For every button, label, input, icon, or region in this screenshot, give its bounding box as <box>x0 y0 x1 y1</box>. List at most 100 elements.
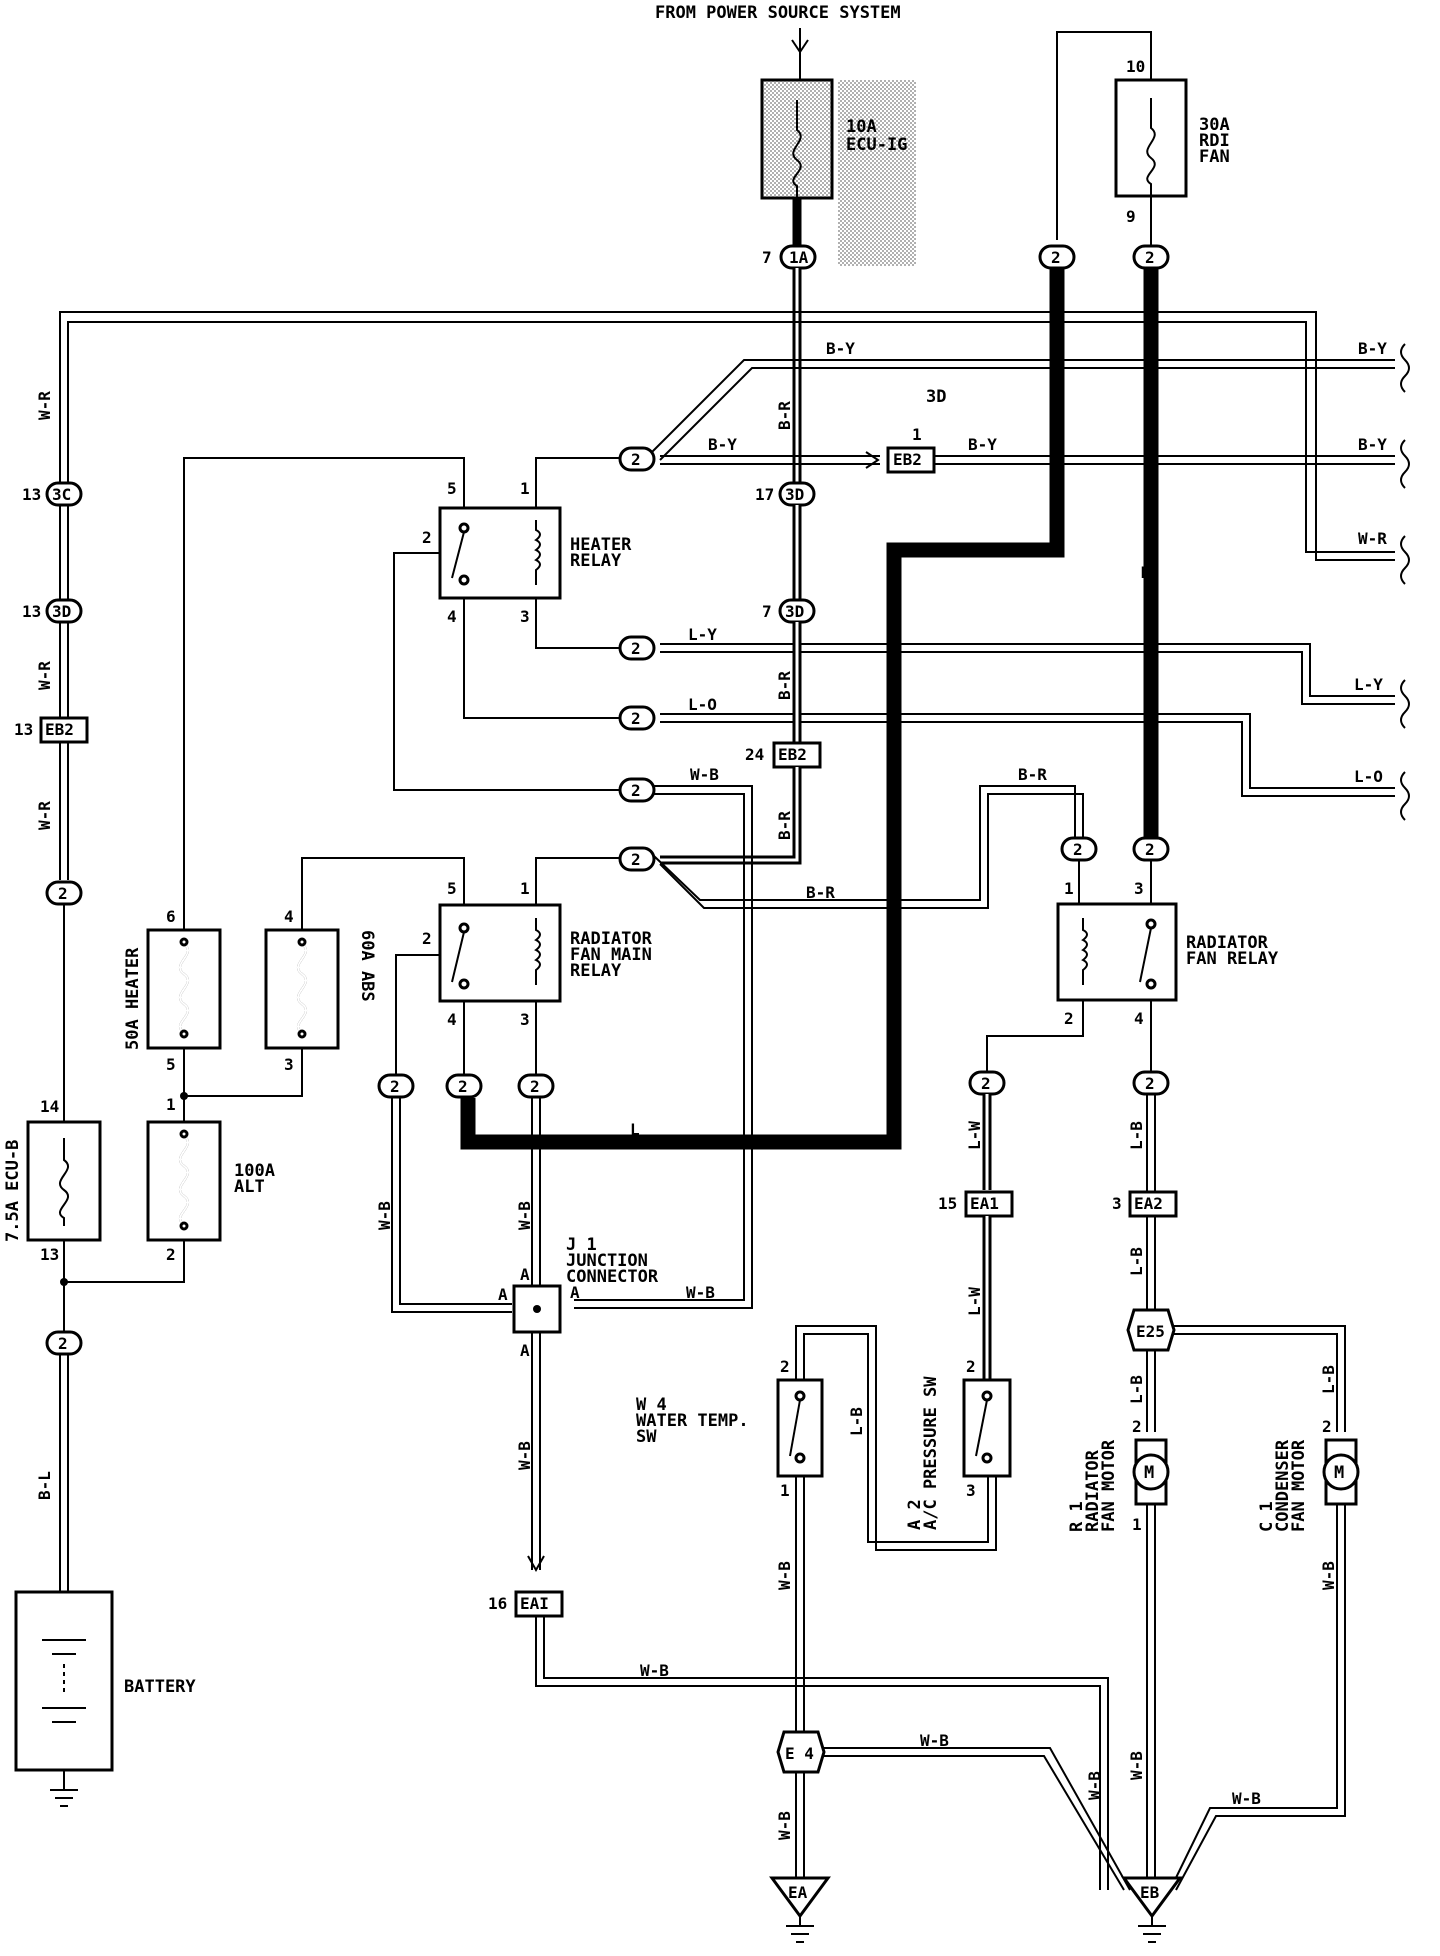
ac-pressure-switch: A 2 A/C PRESSURE SW 2 3 <box>905 1357 1012 1530</box>
svg-text:RADIATOR: RADIATOR <box>1083 1449 1103 1532</box>
svg-text:2: 2 <box>1064 1009 1074 1028</box>
svg-text:W-R: W-R <box>35 661 54 690</box>
ground-ea: EA <box>769 1876 831 1943</box>
ground-eb: EB <box>1121 1876 1183 1943</box>
svg-text:50A HEATER: 50A HEATER <box>123 947 143 1050</box>
svg-text:3D: 3D <box>926 387 946 407</box>
svg-text:1: 1 <box>780 1481 790 1500</box>
svg-text:3: 3 <box>966 1481 976 1500</box>
connector-2-main-c: 2 <box>517 1073 555 1099</box>
heater-fuse: 50A HEATER 6 5 <box>123 907 222 1074</box>
svg-text:JUNCTION: JUNCTION <box>566 1251 648 1271</box>
svg-text:L-Y: L-Y <box>1354 675 1383 694</box>
rdi-fan-fuse: 30A RDI FAN 10 9 <box>1114 57 1230 226</box>
svg-text:ECU-IG: ECU-IG <box>846 135 907 155</box>
svg-text:RADIATOR: RADIATOR <box>570 929 653 949</box>
svg-text:7: 7 <box>762 248 772 267</box>
svg-text:B-R: B-R <box>775 401 794 430</box>
svg-text:W-R: W-R <box>35 801 54 830</box>
svg-text:RELAY: RELAY <box>570 551 622 571</box>
svg-text:L-W: L-W <box>965 1287 984 1316</box>
junction-connector: J 1 JUNCTION CONNECTOR A A A <box>498 1235 659 1360</box>
svg-text:9: 9 <box>1126 207 1136 226</box>
svg-text:W-B: W-B <box>640 1661 669 1680</box>
svg-text:W-B: W-B <box>920 1731 949 1750</box>
svg-text:4: 4 <box>284 907 294 926</box>
svg-text:A: A <box>520 1265 530 1284</box>
ecu-ig-fuse: 10A ECU-IG <box>760 78 916 266</box>
svg-text:W-B: W-B <box>690 765 719 784</box>
svg-text:RADIATOR: RADIATOR <box>1186 933 1269 953</box>
svg-text:2: 2 <box>966 1357 976 1376</box>
svg-text:B-Y: B-Y <box>708 435 737 454</box>
svg-text:A: A <box>520 1341 530 1360</box>
svg-text:B-L: B-L <box>35 1471 54 1500</box>
connector-2-main-b: 2 <box>445 1073 483 1099</box>
svg-text:A: A <box>498 1285 508 1304</box>
svg-text:10: 10 <box>1126 57 1145 76</box>
svg-text:A 2: A 2 <box>905 1499 925 1530</box>
connector-eb2-left: EB2 13 <box>14 716 89 744</box>
connector-e25: E25 <box>1126 1308 1176 1352</box>
svg-text:1: 1 <box>166 1095 176 1114</box>
svg-text:60A ABS: 60A ABS <box>357 930 377 1002</box>
svg-text:E25: E25 <box>1136 1322 1165 1341</box>
svg-text:2: 2 <box>631 450 641 469</box>
svg-text:L: L <box>1048 397 1058 416</box>
svg-text:L-Y: L-Y <box>688 625 717 644</box>
source-label: FROM POWER SOURCE SYSTEM <box>655 3 901 23</box>
svg-text:2: 2 <box>631 709 641 728</box>
svg-text:2: 2 <box>166 1245 176 1264</box>
svg-text:B-Y: B-Y <box>1358 435 1387 454</box>
svg-text:HEATER: HEATER <box>570 535 632 555</box>
svg-text:2: 2 <box>1145 840 1155 859</box>
svg-text:W-B: W-B <box>1232 1789 1261 1808</box>
svg-text:W-B: W-B <box>775 1561 794 1590</box>
svg-text:J 1: J 1 <box>566 1235 597 1255</box>
svg-text:4: 4 <box>447 1010 457 1029</box>
svg-text:5: 5 <box>447 479 457 498</box>
connector-2-main-1: 2 <box>618 846 656 872</box>
svg-text:2: 2 <box>422 929 432 948</box>
svg-text:L-W: L-W <box>965 1121 984 1150</box>
svg-text:B-Y: B-Y <box>968 435 997 454</box>
svg-text:15: 15 <box>938 1194 957 1213</box>
svg-text:L: L <box>630 1120 640 1139</box>
connector-2-fanrelay-b: 2 <box>1132 836 1170 862</box>
svg-text:2: 2 <box>1145 1074 1155 1093</box>
connector-3c: 3C 13 <box>22 481 83 507</box>
connector-ea2: EA2 3 <box>1112 1190 1178 1218</box>
svg-text:B-R: B-R <box>775 671 794 700</box>
svg-text:RELAY: RELAY <box>570 961 622 981</box>
svg-text:W-B: W-B <box>1319 1561 1338 1590</box>
connector-2-main-a: 2 <box>377 1073 415 1099</box>
svg-text:2: 2 <box>390 1077 400 1096</box>
svg-text:R 1: R 1 <box>1067 1501 1087 1532</box>
svg-text:2: 2 <box>631 781 641 800</box>
svg-text:3D: 3D <box>785 485 804 504</box>
svg-text:100A: 100A <box>234 1161 275 1181</box>
svg-text:24: 24 <box>745 745 764 764</box>
svg-text:B-R: B-R <box>1018 765 1047 784</box>
svg-text:W-R: W-R <box>35 391 54 420</box>
svg-text:EB: EB <box>1140 1883 1160 1902</box>
battery: BATTERY <box>14 1590 196 1772</box>
svg-text:30A: 30A <box>1199 115 1230 135</box>
svg-text:EB2: EB2 <box>778 745 807 764</box>
svg-text:13: 13 <box>22 602 41 621</box>
svg-text:W 4: W 4 <box>636 1395 667 1415</box>
svg-text:W-B: W-B <box>515 1201 534 1230</box>
svg-text:13: 13 <box>40 1245 59 1264</box>
svg-text:4: 4 <box>447 607 457 626</box>
svg-text:FAN: FAN <box>1199 147 1230 167</box>
svg-text:1A: 1A <box>789 248 809 267</box>
svg-text:16: 16 <box>488 1594 507 1613</box>
svg-text:L-B: L-B <box>1127 1247 1146 1276</box>
connector-2-lb: 2 <box>1132 1070 1170 1096</box>
svg-text:13: 13 <box>22 485 41 504</box>
svg-text:3C: 3C <box>52 485 71 504</box>
connector-eb2-mid: EB2 1 <box>886 425 936 474</box>
svg-text:BATTERY: BATTERY <box>124 1677 196 1697</box>
svg-text:B-Y: B-Y <box>1358 339 1387 358</box>
svg-text:W-B: W-B <box>775 1811 794 1840</box>
